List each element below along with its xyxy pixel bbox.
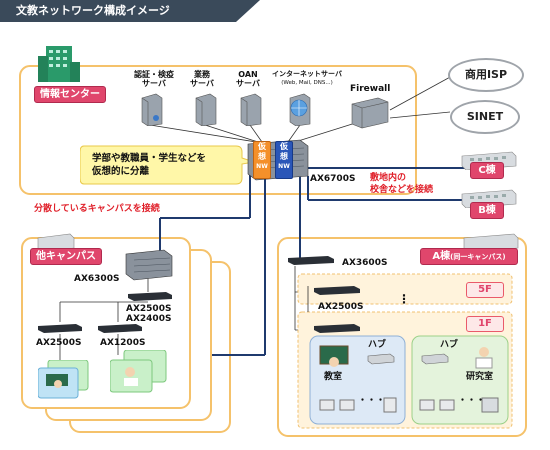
classroom-hub-icon: [367, 353, 395, 365]
building-b-badge: B棟: [470, 202, 504, 219]
campus-connect-note: 分散しているキャンパスを接続: [34, 204, 160, 214]
classroom-pcs-icon: [319, 397, 397, 413]
other-campus-edge-icon-2: [98, 324, 142, 333]
firewall-icon: [351, 97, 389, 129]
a-building-core-icon: [288, 256, 334, 265]
lab-dots: ・・・: [458, 396, 486, 406]
server-business-label: 業務サーバ: [190, 70, 214, 88]
a-building-badge: A棟(同一キャンパス): [420, 248, 518, 265]
other-campus-edge-label-1: AX2500S: [36, 338, 82, 348]
campus-links: [59, 276, 149, 365]
other-campus-dist-label-1: AX2500S: [126, 304, 172, 314]
classroom-board-icon: [319, 345, 349, 367]
floor-5f-switch-icon: [314, 286, 360, 295]
classroom-label: 教室: [324, 372, 343, 382]
server-internet-label: インターネットサーバ (Web, Mail, DNS...): [272, 70, 342, 86]
other-campus-core-icon: [125, 249, 173, 281]
trunk-lines: [159, 160, 470, 356]
building-connect-note-1: 敷地内の: [370, 173, 407, 183]
firewall-label: Firewall: [350, 84, 391, 94]
isp-cloud: 商用ISP: [448, 58, 524, 92]
a-building-core-label: AX3600S: [342, 258, 388, 268]
page-title: 文教ネットワーク構成イメージ: [16, 4, 170, 17]
floor-5f-box: [297, 273, 513, 305]
building-connect-note-2: 校舎などを接続: [370, 185, 434, 195]
lab-hub-label: ハブ: [440, 340, 459, 350]
title-bar: [0, 0, 260, 22]
core-switch-label: AX6700S: [310, 174, 356, 184]
lab-label: 研究室: [466, 372, 494, 382]
other-campus-core-label: AX6300S: [74, 274, 120, 284]
lab-pcs-icon: [419, 397, 499, 413]
lab-tile-icon-1: [110, 350, 167, 393]
callout-text: 学部や教職員・学生などを仮想的に分離: [92, 153, 207, 177]
other-campus-dist-icon: [128, 292, 172, 301]
info-center-building-icon: [38, 46, 80, 82]
server-links: [149, 75, 453, 143]
classroom-hub-label: ハブ: [368, 340, 387, 350]
floor-1f-badge: 1F: [466, 316, 504, 332]
floor-5f-badge: 5F: [466, 282, 504, 298]
other-campus-badge: 他キャンパス: [30, 248, 102, 265]
info-center-badge: 情報センター: [34, 86, 106, 103]
classroom-dots: ・・・: [358, 396, 386, 406]
server-auth-label: 認証・検疫サーバ: [134, 70, 174, 88]
other-campus-dist-label-2: AX2400S: [126, 314, 172, 324]
floor-dots: ⋮: [398, 292, 410, 306]
floor-switch-label: AX2500S: [318, 302, 364, 312]
lab-researcher-icon: [475, 347, 493, 369]
lab-hub-icon: [421, 353, 449, 365]
sinet-cloud: SINET: [450, 100, 520, 134]
other-campus-edge-icon-1: [38, 324, 82, 333]
other-campus-edge-label-2: AX1200S: [100, 338, 146, 348]
callout-bubble: [80, 145, 255, 185]
classroom-tile-icon-1: [38, 360, 89, 399]
server-auth-icon: [141, 93, 163, 126]
server-business-icon: [195, 93, 217, 126]
server-internet-icon: [289, 93, 311, 126]
floor-1f-switch-icon: [314, 324, 360, 333]
server-oan-icon: [240, 93, 262, 126]
building-c-badge: C棟: [470, 162, 504, 179]
